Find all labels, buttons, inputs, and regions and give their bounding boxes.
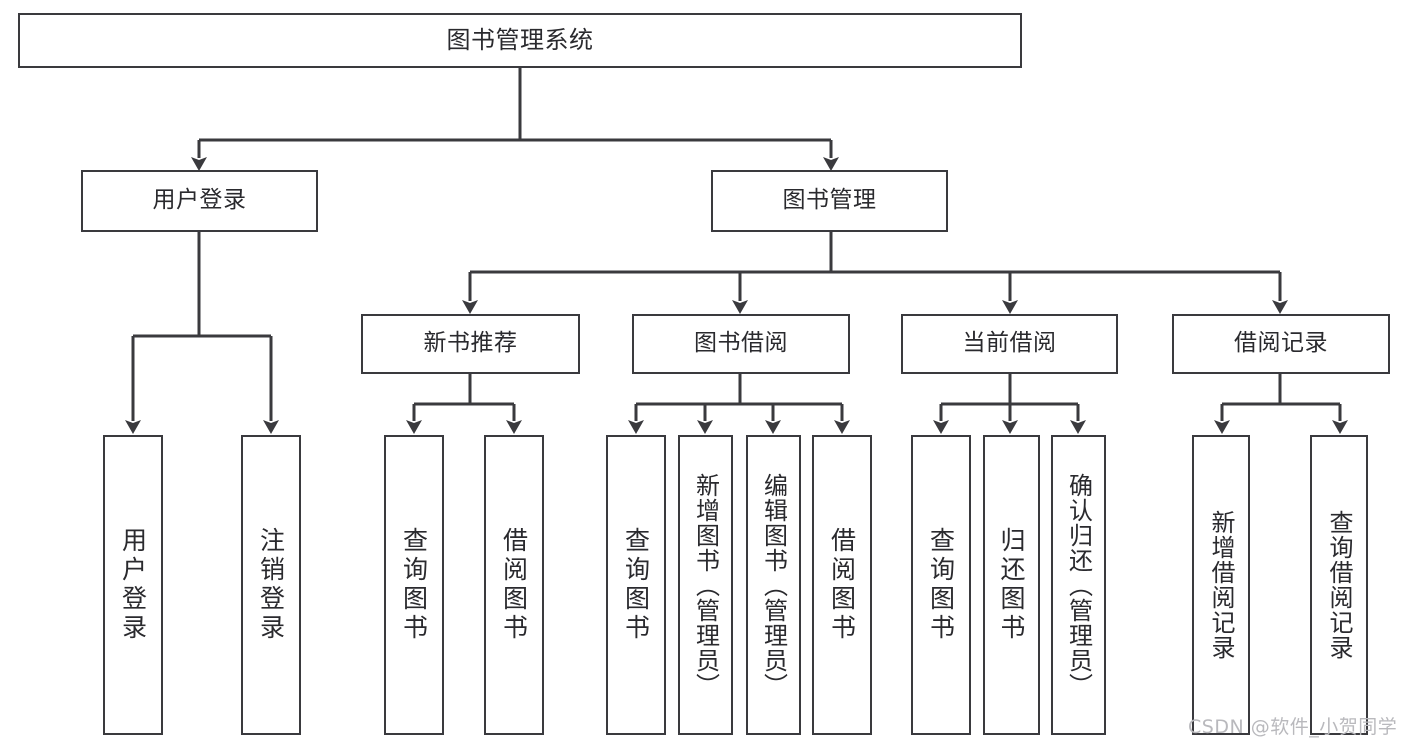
node-leaf-return-book-label: 归还图书 [997,527,1026,643]
node-new-book-recommend[interactable]: 新书推荐 [361,314,580,374]
node-leaf-user-logout-label: 注销登录 [256,527,286,643]
node-leaf-user-login[interactable]: 用户登录 [103,435,163,735]
node-book-manage[interactable]: 图书管理 [711,170,948,232]
node-new-book-recommend-label: 新书推荐 [423,330,518,357]
node-leaf-confirm-return[interactable]: 确认归还（管理员） [1051,435,1106,735]
node-leaf-add-record[interactable]: 新增借阅记录 [1192,435,1250,735]
node-leaf-borrow-book-1[interactable]: 借阅图书 [484,435,544,735]
node-leaf-query-book-1[interactable]: 查询图书 [384,435,444,735]
node-root-label: 图书管理系统 [446,26,594,55]
node-borrow-record-label: 借阅记录 [1234,330,1328,357]
node-leaf-query-record-label: 查询借阅记录 [1325,510,1353,660]
node-leaf-query-book-2[interactable]: 查询图书 [606,435,666,735]
node-user-login[interactable]: 用户登录 [81,170,318,232]
node-book-manage-label: 图书管理 [782,187,877,214]
node-leaf-edit-book-admin[interactable]: 编辑图书（管理员） [746,435,801,735]
node-leaf-add-record-label: 新增借阅记录 [1207,510,1235,660]
node-leaf-borrow-book-1-label: 借阅图书 [499,527,529,643]
node-book-borrow[interactable]: 图书借阅 [632,314,850,374]
node-leaf-edit-book-admin-label: 编辑图书（管理员） [759,472,788,698]
node-leaf-add-book-admin-label: 新增图书（管理员） [691,472,720,698]
node-leaf-add-book-admin[interactable]: 新增图书（管理员） [678,435,733,735]
node-leaf-borrow-book-2[interactable]: 借阅图书 [812,435,872,735]
node-borrow-record[interactable]: 借阅记录 [1172,314,1390,374]
node-leaf-confirm-return-label: 确认归还（管理员） [1064,472,1093,698]
node-leaf-user-login-label: 用户登录 [118,527,148,643]
node-leaf-query-book-3[interactable]: 查询图书 [911,435,971,735]
node-leaf-borrow-book-2-label: 借阅图书 [827,527,857,643]
csdn-watermark: CSDN @软件_小贺同学 [1188,716,1398,738]
node-current-borrow-label: 当前借阅 [962,330,1057,357]
node-leaf-query-record[interactable]: 查询借阅记录 [1310,435,1368,735]
node-leaf-user-logout[interactable]: 注销登录 [241,435,301,735]
node-leaf-query-book-1-label: 查询图书 [399,527,429,643]
node-leaf-query-book-2-label: 查询图书 [621,527,651,643]
node-current-borrow[interactable]: 当前借阅 [901,314,1118,374]
node-leaf-query-book-3-label: 查询图书 [926,527,956,643]
node-root[interactable]: 图书管理系统 [18,13,1022,68]
node-book-borrow-label: 图书借阅 [694,330,788,357]
node-leaf-return-book[interactable]: 归还图书 [983,435,1040,735]
node-user-login-label: 用户登录 [152,187,247,214]
